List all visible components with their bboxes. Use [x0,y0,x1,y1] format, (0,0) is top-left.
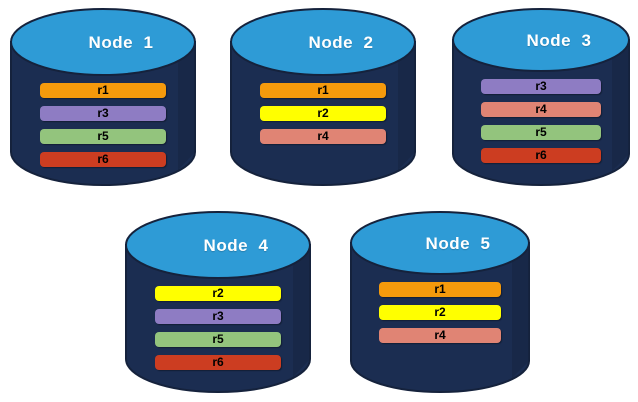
cylinder-side-shading [293,245,310,378]
cylinder-top-disc [350,211,530,275]
replica-label: r4 [535,102,547,116]
replica-bar-r4[interactable]: r4 [481,102,601,117]
cylinder-top-disc [452,8,630,72]
replica-label: r2 [317,106,329,120]
replica-bar-r1[interactable]: r1 [379,282,501,297]
replica-bar-r6[interactable]: r6 [155,355,281,370]
replica-label: r1 [317,83,329,97]
replica-label: r1 [434,282,446,296]
replica-label: r2 [212,286,224,300]
replica-bar-r4[interactable]: r4 [379,328,501,343]
replica-bar-r3[interactable]: r3 [481,79,601,94]
replica-bar-r2[interactable]: r2 [379,305,501,320]
cylinder-side-shading [398,42,415,171]
replica-label: r4 [317,129,329,143]
replica-bar-r1[interactable]: r1 [40,83,166,98]
replica-stack: r1 r2 r4 [350,282,530,343]
replica-bar-r2[interactable]: r2 [155,286,281,301]
replica-label: r4 [434,328,446,342]
replica-stack: r1 r2 r4 [230,83,416,144]
cylinder-top-disc [230,8,416,76]
cylinder-top-disc [10,8,196,76]
replica-label: r6 [97,152,109,166]
replica-label: r6 [535,148,547,162]
cylinder-side-shading [178,42,195,171]
replica-bar-r2[interactable]: r2 [260,106,386,121]
replica-bar-r6[interactable]: r6 [481,148,601,163]
cylinder-side-shading [512,243,529,379]
replica-bar-r5[interactable]: r5 [40,129,166,144]
replica-label: r1 [97,83,109,97]
cylinder-side-shading [612,40,629,172]
replica-bar-r3[interactable]: r3 [155,309,281,324]
replica-stack: r2 r3 r5 r6 [125,286,311,370]
replica-label: r5 [535,125,547,139]
replica-stack: r1 r3 r5 r6 [10,83,196,167]
replica-label: r3 [97,106,109,120]
replica-bar-r5[interactable]: r5 [155,332,281,347]
replica-bar-r4[interactable]: r4 [260,129,386,144]
replica-label: r2 [434,305,446,319]
replica-label: r5 [212,332,224,346]
replica-bar-r1[interactable]: r1 [260,83,386,98]
cylinder-top-disc [125,211,311,279]
replica-label: r6 [212,355,224,369]
replica-bar-r5[interactable]: r5 [481,125,601,140]
replica-bar-r6[interactable]: r6 [40,152,166,167]
replica-label: r3 [212,309,224,323]
replica-label: r3 [535,79,547,93]
replica-bar-r3[interactable]: r3 [40,106,166,121]
replica-stack: r3 r4 r5 r6 [452,79,630,163]
replica-label: r5 [97,129,109,143]
